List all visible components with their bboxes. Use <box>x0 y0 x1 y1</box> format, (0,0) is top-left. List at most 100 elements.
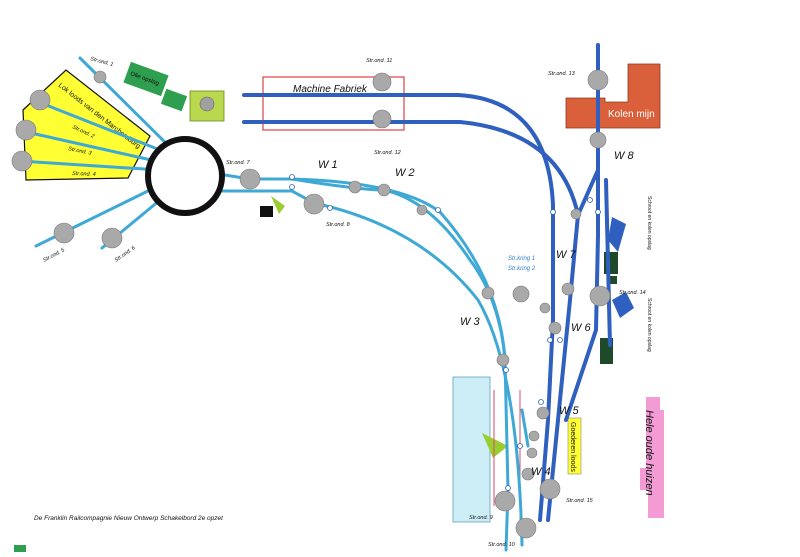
label-s11: Str.ond. 11 <box>366 58 392 64</box>
marker-w4 <box>526 447 538 459</box>
label-w2: W 2 <box>395 167 415 179</box>
marker-s8 <box>303 193 325 215</box>
marker-s11 <box>372 72 392 92</box>
marker-s14 <box>589 285 611 307</box>
label-s3: Str.ond. 3 <box>68 146 93 157</box>
track-w4-spur <box>520 408 530 448</box>
label-s12: Str.ond. 12 <box>374 150 401 156</box>
label-s4: Str.ond. 4 <box>72 171 96 178</box>
marker-loods-1 <box>29 89 51 111</box>
goederen-loods-building <box>567 417 582 475</box>
marker-w8 <box>589 131 607 149</box>
label-s14: Str.ond. 14 <box>619 290 646 296</box>
marker-s5 <box>53 222 75 244</box>
marker-w6-a <box>539 302 551 314</box>
signal-box <box>260 206 273 217</box>
switch-point-8 <box>547 337 553 343</box>
olie-tank-marker <box>199 96 215 112</box>
marker-w6 <box>548 321 562 335</box>
goederen-loods: Goederen loods <box>567 417 582 475</box>
station-marker <box>482 433 508 458</box>
marker-s12 <box>372 109 392 129</box>
signal-8 <box>260 196 285 217</box>
marker-w2-b <box>416 204 428 216</box>
marker-w2 <box>377 183 391 197</box>
switch-point-7 <box>595 209 601 215</box>
goederen-loods-label: Goederen loods <box>569 422 576 472</box>
label-s9: Str.ond. 9 <box>469 515 493 521</box>
marker-w7-b <box>561 282 575 296</box>
label-s8: Str.ond. 8 <box>326 222 351 228</box>
schroot-label-2: Schroot en kolen opslag <box>646 298 652 352</box>
machine-fabriek: Machine Fabriek <box>262 76 405 131</box>
label-w3: W 3 <box>460 316 480 328</box>
label-w4: W 4 <box>531 466 551 478</box>
marker-w3 <box>481 286 495 300</box>
track-main-upper <box>242 93 555 522</box>
schroot-label-1: Schroot en kolen opslag <box>646 196 652 250</box>
track-loods-1 <box>34 99 162 152</box>
olie-opslag-building <box>123 61 169 97</box>
switch-point-2 <box>289 184 295 190</box>
marker-s7 <box>239 168 261 190</box>
station-platform-rect <box>452 376 491 523</box>
signal-arrow <box>271 196 285 214</box>
switch-point-6 <box>587 197 593 203</box>
schroot-pile-1 <box>608 217 626 252</box>
label-s1: Str.ond. 1 <box>89 56 113 68</box>
block-markers <box>11 69 611 539</box>
olie-tank-small <box>160 88 188 112</box>
label-s7: Str.ond. 7 <box>226 160 251 166</box>
track-main-lower <box>242 120 581 522</box>
corner-marker <box>14 545 26 552</box>
kolen-mijn-label: Kolen mijn <box>608 109 655 120</box>
marker-s15 <box>539 478 561 500</box>
marker-w7 <box>570 208 582 220</box>
marker-w5 <box>536 406 550 420</box>
hele-oude-huizen-building <box>640 397 664 518</box>
label-w5: W 5 <box>559 405 579 417</box>
track-kolen-siding <box>604 178 612 347</box>
machine-fabriek-outline <box>262 76 405 131</box>
marker-loods-2 <box>15 119 37 141</box>
label-s10: Str.ond. 10 <box>488 542 516 548</box>
switch-point-13 <box>505 485 511 491</box>
switch-point-11 <box>538 399 544 405</box>
label-s15: Str.ond. 15 <box>566 498 594 504</box>
hele-oude-huizen-label: Hele oude huizen <box>643 410 655 496</box>
label-s13: Str.ond. 13 <box>548 71 576 77</box>
track-w3 <box>218 189 524 547</box>
track-stroom-5 <box>34 188 152 248</box>
switch-point-1 <box>289 174 295 180</box>
switch-point-10 <box>503 367 509 373</box>
marker-w3-b <box>496 353 510 367</box>
switch-point-5 <box>550 209 556 215</box>
track-loods-2 <box>20 129 162 164</box>
dark-blue-tracks <box>242 43 612 522</box>
label-kring-1: Str.kring 1 <box>508 256 535 262</box>
kolen-mijn: Kolen mijn <box>565 63 661 129</box>
circuit-labels: Str.kring 1 Str.kring 2 <box>508 256 536 272</box>
hele-oude-huizen: Hele oude huizen <box>640 397 664 518</box>
footer-title: De Franklin Railcompagnie Nieuw Ontwerp … <box>34 515 224 522</box>
track-loods-3 <box>18 159 162 172</box>
switch-point-3 <box>327 205 333 211</box>
label-w8: W 8 <box>614 150 634 162</box>
marker-kring <box>512 285 530 303</box>
marker-w5-b <box>528 430 540 442</box>
station-platform <box>452 376 521 523</box>
machine-fabriek-label: Machine Fabriek <box>293 84 368 95</box>
label-w7: W 7 <box>556 249 576 261</box>
label-s6: Str.ond. 6 <box>114 245 138 264</box>
marker-w1 <box>348 180 362 194</box>
marker-s9 <box>494 490 516 512</box>
switch-point-12 <box>517 443 523 449</box>
olie-opslag: Olie opslag <box>123 61 225 122</box>
schroot-pile-2 <box>612 292 634 318</box>
schroot-box-2 <box>609 276 617 284</box>
switch-labels: W 1 W 2 W 3 W 4 W 5 W 6 W 7 W 8 <box>318 150 634 478</box>
marker-s1 <box>93 70 107 84</box>
switch-point-4 <box>435 207 441 213</box>
